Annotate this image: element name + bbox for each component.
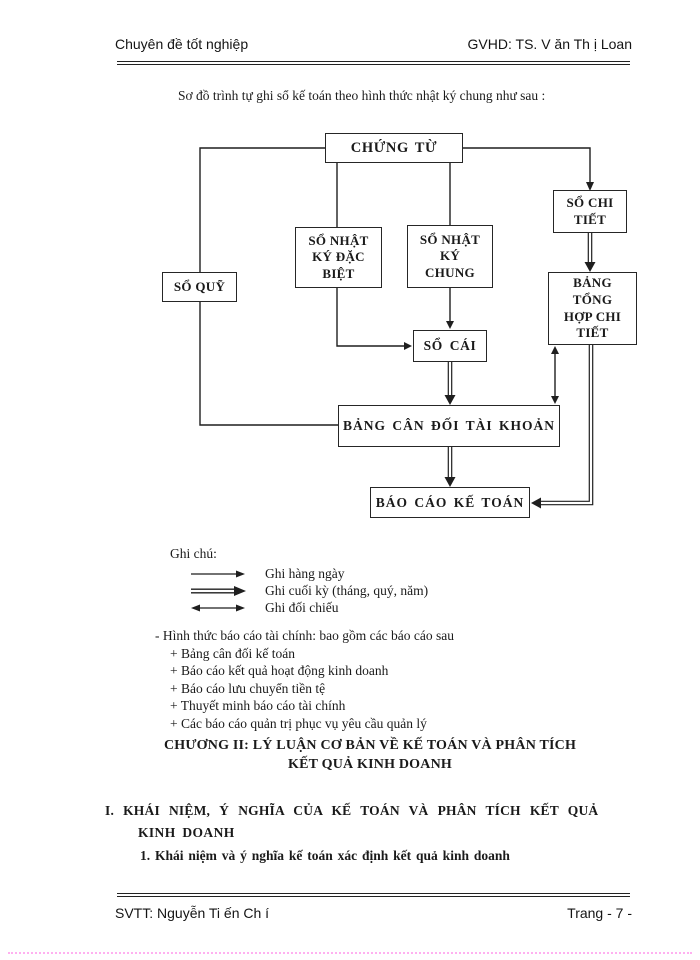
- section-heading: I. KHÁI NIỆM, Ý NGHĨA CỦA KẾ TOÁN VÀ PHÂ…: [105, 800, 650, 844]
- legend-label-reconcile: Ghi đối chiếu: [265, 599, 339, 615]
- legend-label-period-end: Ghi cuối kỳ (tháng, quý, năm): [265, 582, 429, 598]
- node-so-nhat-ky-chung: SỔ NHẬT KÝ CHUNG: [407, 225, 493, 288]
- report-list-item: + Bảng cân đối kế toán: [170, 645, 295, 661]
- arrowhead-into-candoi: [444, 395, 456, 405]
- arrowhead-into-socai-top: [446, 321, 454, 329]
- report-list-intro: - Hình thức báo cáo tài chính: bao gồm c…: [155, 628, 454, 643]
- section-heading-line1: I. KHÁI NIỆM, Ý NGHĨA CỦA KẾ TOÁN VÀ PHÂ…: [105, 803, 599, 818]
- subsection-heading: 1. Khái niệm và ý nghĩa kế toán xác định…: [140, 848, 510, 863]
- footer-right-text: Trang - 7 -: [567, 905, 632, 921]
- arrowhead-into-socai-left: [404, 342, 412, 350]
- report-list-item: + Báo cáo lưu chuyển tiền tệ: [170, 680, 326, 696]
- arrowhead-doichieu-down: [551, 396, 559, 404]
- node-so-cai: SỔ CÁI: [413, 330, 487, 362]
- double-headed-arrow-icon: [191, 604, 245, 611]
- bottom-dotted-line: [8, 952, 692, 954]
- legend-title: Ghi chú:: [170, 546, 217, 561]
- intro-sentence: Sơ đồ trình tự ghi sổ kế toán theo hình …: [178, 88, 546, 103]
- report-list-item: + Các báo cáo quản trị phục vụ yêu cầu q…: [170, 715, 427, 731]
- double-line-arrow-icon: [191, 585, 246, 596]
- header-right-text: GVHD: TS. V ăn Th ị Loan: [467, 36, 632, 52]
- arrowhead-doichieu-up: [551, 346, 559, 354]
- arrowhead-into-baocao-right: [531, 497, 541, 509]
- node-bao-cao-ke-toan: BÁO CÁO KẾ TOÁN: [370, 487, 530, 518]
- node-so-nhat-ky-dac-biet: SỔ NHẬT KÝ ĐẶC BIỆT: [295, 227, 382, 288]
- single-arrow-icon: [191, 570, 245, 577]
- header-rule: [117, 61, 630, 65]
- line-chungtu-sochitiet: [463, 147, 591, 183]
- line-dacbiet-socai: [336, 288, 404, 347]
- node-bang-tong-hop-chi-tiet: BẢNG TỔNG HỢP CHI TIẾT: [548, 272, 637, 345]
- footer-left-text: SVTT: Nguyễn Ti ến Ch í: [115, 905, 270, 921]
- node-so-quy: SỔ QUỸ: [162, 272, 237, 302]
- legend-row-period-end: Ghi cuối kỳ (tháng, quý, năm): [190, 583, 428, 598]
- report-list-item: + Thuyết minh báo cáo tài chính: [170, 698, 346, 713]
- arrowhead-into-baocao-top: [444, 477, 456, 487]
- node-so-chi-tiet: SỔ CHI TIẾT: [553, 190, 627, 233]
- footer-rule: [117, 893, 630, 897]
- legend-row-daily: Ghi hàng ngày: [190, 566, 344, 581]
- node-chung-tu: CHỨNG TỪ: [325, 133, 463, 163]
- chapter-heading-line1: CHƯƠNG II: LÝ LUẬN CƠ BẢN VỀ KẾ TOÁN VÀ …: [163, 738, 577, 753]
- report-list: - Hình thức báo cáo tài chính: bao gồm c…: [155, 627, 454, 732]
- chapter-heading: CHƯƠNG II: LÝ LUẬN CƠ BẢN VỀ KẾ TOÁN VÀ …: [80, 737, 660, 774]
- chapter-heading-line2: KẾT QUẢ KINH DOANH: [288, 756, 452, 772]
- node-bang-can-doi-tai-khoan: BẢNG CÂN ĐỐI TÀI KHOẢN: [338, 405, 560, 447]
- arrowhead-into-sochitiet: [586, 182, 594, 191]
- report-list-item: + Báo cáo kết quả hoạt động kinh doanh: [170, 663, 389, 678]
- header-left-text: Chuyên đề tốt nghiệp: [115, 36, 249, 52]
- legend-label-daily: Ghi hàng ngày: [265, 565, 345, 581]
- arrowhead-into-tonghop: [584, 262, 596, 272]
- section-heading-line2: KINH DOANH: [138, 825, 235, 840]
- legend-row-reconcile: Ghi đối chiếu: [190, 600, 339, 615]
